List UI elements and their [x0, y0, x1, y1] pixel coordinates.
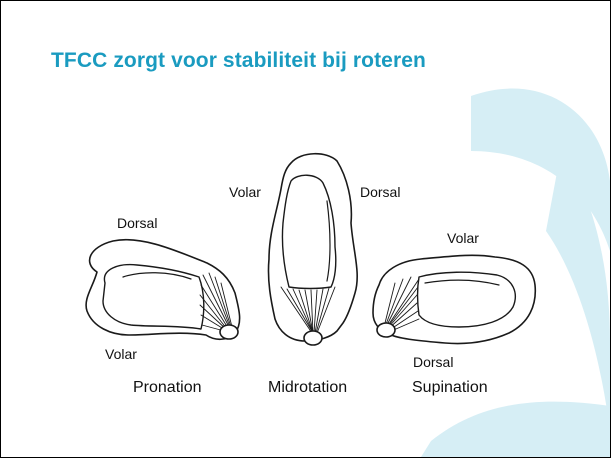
midrotation-ulnar-styloid [304, 331, 322, 345]
supination-ulnar-styloid [377, 323, 395, 337]
supination-caption: Supination [412, 379, 488, 397]
midrotation-drawing [268, 154, 357, 345]
midrotation-caption: Midrotation [268, 379, 347, 397]
pronation-tfcc-fibers [200, 273, 232, 332]
pronation-inner-outline [103, 265, 204, 329]
supination-drawing [373, 255, 535, 343]
pronation-ulnar-styloid [220, 325, 238, 339]
midrotation-outer-outline [268, 154, 357, 341]
supination-ridge [425, 280, 499, 285]
midrotation-tfcc-fibers [281, 287, 335, 333]
supination-volar-label: Volar [447, 230, 479, 246]
supination-dorsal-label: Dorsal [413, 354, 453, 370]
pronation-dorsal-label: Dorsal [117, 215, 157, 231]
midrotation-dorsal-label: Dorsal [360, 184, 400, 200]
midrotation-volar-label: Volar [229, 184, 261, 200]
pronation-ridge [123, 273, 191, 279]
pronation-drawing [86, 240, 240, 340]
supination-outer-outline [373, 255, 535, 343]
pronation-volar-label: Volar [105, 346, 137, 362]
midrotation-ridge [327, 201, 330, 281]
midrotation-inner-outline [282, 175, 335, 288]
pronation-caption: Pronation [133, 379, 202, 397]
